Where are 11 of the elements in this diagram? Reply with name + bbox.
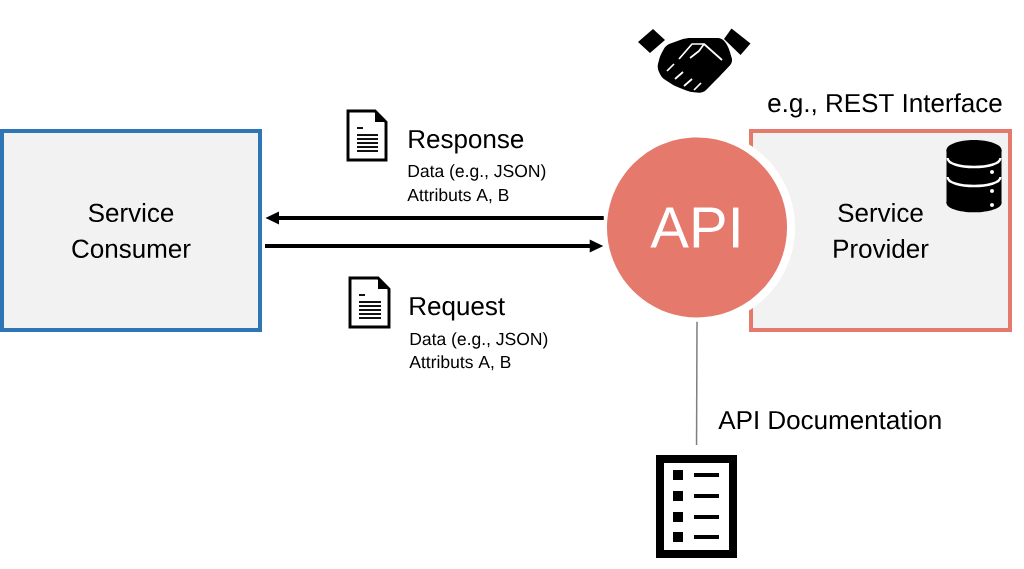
process-box: Service Consumer <box>0 129 262 332</box>
message-detail: Attributs A, B <box>409 355 511 371</box>
message-title: Request <box>410 297 505 321</box>
message-detail: Attributs A, B <box>407 188 509 204</box>
connector-line <box>695 321 698 446</box>
node-label: e.g., REST Interface <box>768 93 1002 118</box>
message-detail: Data (e.g., JSON) <box>408 164 546 181</box>
checklist-icon <box>656 455 737 558</box>
message-detail: Data (e.g., JSON) <box>410 332 548 349</box>
message-title: Response <box>409 130 524 154</box>
node-label: API Documentation <box>718 410 941 430</box>
